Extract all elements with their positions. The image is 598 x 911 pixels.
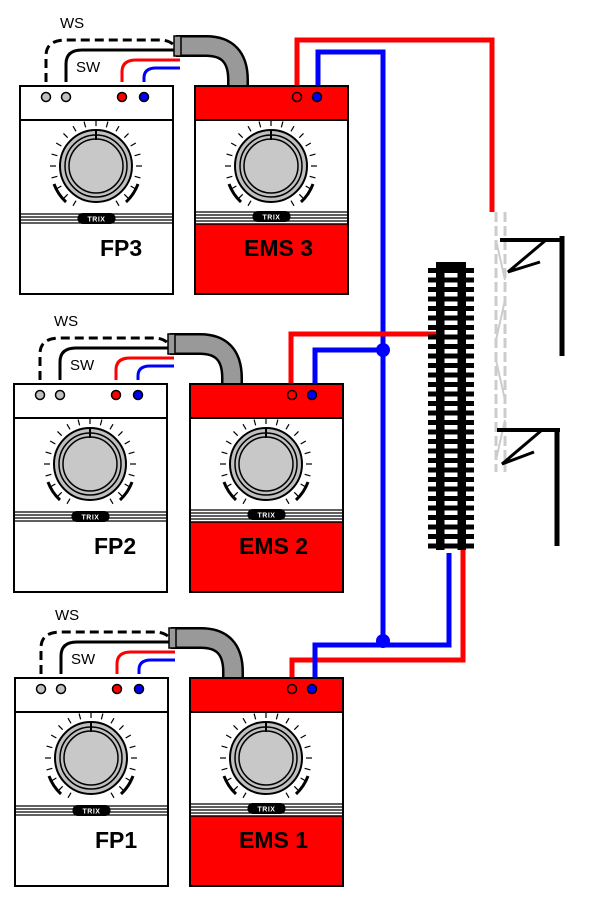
terminal-icon xyxy=(34,389,46,401)
trix-logo-icon: TRIX xyxy=(14,511,167,522)
red-feed-ems2 xyxy=(288,331,436,386)
ems-controller: TRIX EMS 3 xyxy=(194,85,349,295)
trix-logo-icon: TRIX xyxy=(20,213,173,224)
trix-logo-text: TRIX xyxy=(263,215,281,222)
trix-logo-icon: TRIX xyxy=(190,803,343,814)
knob-icon xyxy=(220,712,312,799)
blue-feed-ems2 xyxy=(312,347,383,386)
fp-label: FP3 xyxy=(100,235,142,261)
terminal-icon xyxy=(138,91,150,103)
terminal-icon xyxy=(291,91,303,103)
fp-wires: WS SW xyxy=(39,607,244,678)
terminal-icon xyxy=(286,683,298,695)
knob-icon xyxy=(45,712,137,799)
knob-icon xyxy=(225,120,317,207)
terminal-icon xyxy=(306,683,318,695)
sw-wire-label: SW xyxy=(70,357,95,374)
feed-wires xyxy=(288,37,495,678)
terminal-icon xyxy=(111,683,123,695)
trix-logo-icon: TRIX xyxy=(195,211,348,222)
ems-label: EMS 3 xyxy=(244,235,313,261)
ems-label: EMS 2 xyxy=(239,533,308,559)
trix-logo-text: TRIX xyxy=(83,809,101,816)
sw-wire-label: SW xyxy=(76,59,101,76)
controller-unit: WS SW TRIX FP1 TRIX EMS 1 xyxy=(14,607,344,887)
ems-controller: TRIX EMS 1 xyxy=(189,677,344,887)
trix-logo-text: TRIX xyxy=(82,515,100,522)
trix-logo-text: TRIX xyxy=(258,807,276,814)
knob-icon xyxy=(44,418,136,505)
fp-controller: TRIX FP3 xyxy=(19,85,174,295)
terminal-icon xyxy=(35,683,47,695)
terminal-icon xyxy=(116,91,128,103)
junction-dot-lower xyxy=(376,634,390,648)
fp-wires: WS SW xyxy=(44,15,249,86)
terminal-icon xyxy=(54,389,66,401)
terminal-icon xyxy=(286,389,298,401)
fp-controller: TRIX FP2 xyxy=(13,383,168,593)
terminal-icon xyxy=(132,389,144,401)
controller-unit: WS SW TRIX FP2 TRIX EMS 2 xyxy=(13,313,344,593)
ws-wire-label: WS xyxy=(54,313,78,330)
fp-wires: WS SW xyxy=(38,313,243,384)
catenary-mast-icon xyxy=(494,212,565,546)
fp-label: FP1 xyxy=(95,827,137,853)
fp-controller: TRIX FP1 xyxy=(14,677,169,887)
knob-icon xyxy=(50,120,142,207)
trix-logo-icon: TRIX xyxy=(190,509,343,520)
trix-logo-text: TRIX xyxy=(88,217,106,224)
ems-controller: TRIX EMS 2 xyxy=(189,383,344,593)
controller-unit: WS SW TRIX FP3 TRIX EMS 3 xyxy=(19,15,349,295)
ems-label: EMS 1 xyxy=(239,827,308,853)
ws-wire-label: WS xyxy=(55,607,79,624)
terminal-icon xyxy=(110,389,122,401)
red-feed-ems1 xyxy=(289,548,466,678)
terminal-icon xyxy=(306,389,318,401)
fp-label: FP2 xyxy=(94,533,136,559)
junction-dot-upper xyxy=(376,343,390,357)
terminal-icon xyxy=(311,91,323,103)
terminal-icon xyxy=(55,683,67,695)
sw-wire-label: SW xyxy=(71,651,96,668)
trix-logo-icon: TRIX xyxy=(15,805,168,816)
trix-logo-text: TRIX xyxy=(258,513,276,520)
red-feed-ems3 xyxy=(294,37,495,212)
terminal-icon xyxy=(60,91,72,103)
knob-icon xyxy=(220,418,312,505)
track-icon xyxy=(428,262,474,553)
ws-wire-label: WS xyxy=(60,15,84,32)
terminal-icon xyxy=(40,91,52,103)
terminal-icon xyxy=(133,683,145,695)
